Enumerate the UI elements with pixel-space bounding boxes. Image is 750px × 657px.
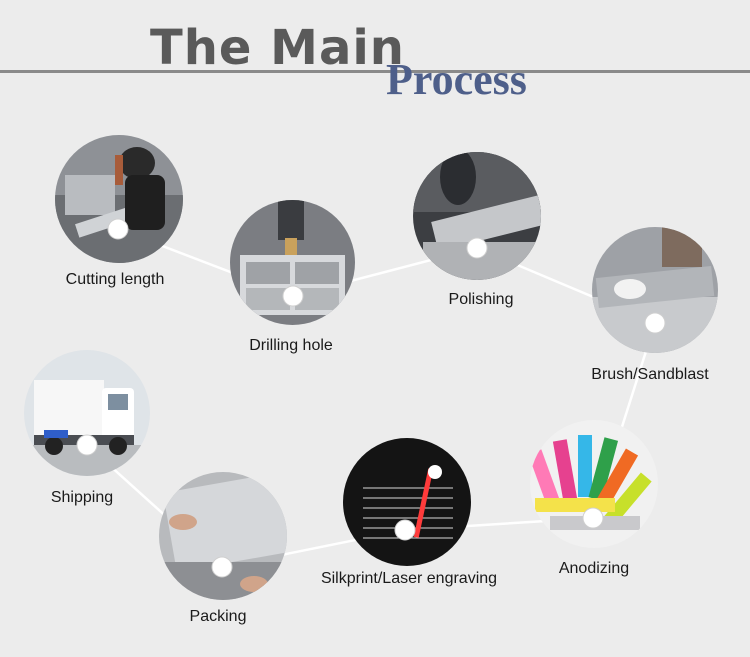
packing-photo — [159, 472, 287, 600]
step-label-brushing: Brush/Sandblast — [591, 366, 709, 383]
polishing-photo — [413, 152, 541, 280]
step-packing — [159, 472, 287, 600]
step-label-cutting: Cutting length — [65, 271, 165, 288]
step-shipping — [24, 350, 150, 476]
laser-engraving-photo — [343, 438, 471, 566]
truck-photo — [24, 350, 150, 476]
step-label-drilling: Drilling hole — [249, 337, 333, 354]
step-label-shipping: Shipping — [50, 489, 114, 506]
step-laser — [343, 438, 471, 566]
step-polishing — [413, 152, 541, 280]
step-label-anodizing: Anodizing — [558, 560, 630, 577]
step-label-laser: Silkprint/Laser engraving — [320, 570, 498, 587]
step-label-polishing: Polishing — [448, 291, 514, 308]
page-subtitle: Process — [386, 55, 527, 104]
title-divider — [0, 70, 750, 73]
step-label-packing: Packing — [189, 608, 247, 625]
page-title: The Main — [150, 20, 405, 76]
